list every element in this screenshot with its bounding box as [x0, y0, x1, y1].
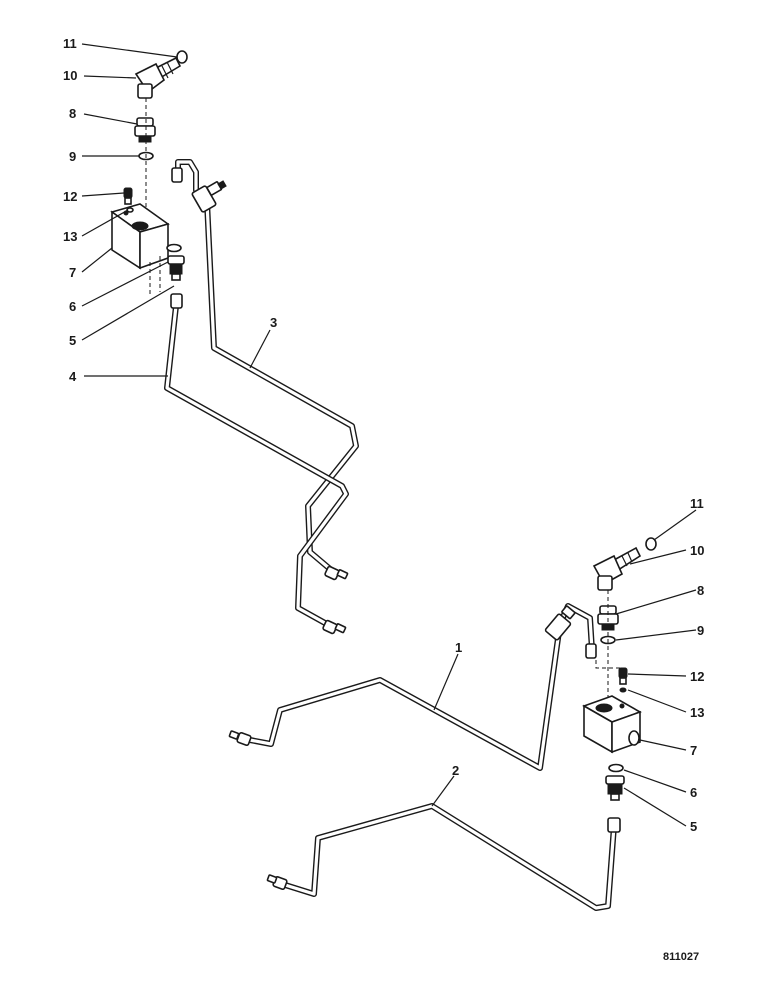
bottom-bleed-screw-12	[618, 667, 628, 685]
callout-bottom-11: 11	[690, 496, 704, 511]
callout-top-13: 13	[63, 229, 77, 244]
callout-top-12: 12	[63, 189, 77, 204]
callout-top-10: 10	[63, 68, 77, 83]
pipe-1	[247, 603, 595, 771]
bottom-oring-11	[645, 537, 657, 551]
bottom-elbow-fitting-10	[592, 546, 642, 591]
callout-bottom-10: 10	[690, 543, 704, 558]
callout-top-4: 4	[69, 369, 77, 384]
leader-lines	[81, 43, 697, 827]
bottom-oring-13	[619, 687, 627, 693]
top-elbow-fitting-10	[134, 50, 188, 99]
pipe-3	[175, 159, 359, 577]
callout-top-11: 11	[63, 36, 77, 51]
callout-bottom-6: 6	[690, 785, 697, 800]
top-bleed-screw-12	[123, 187, 133, 205]
top-adaptor-5	[167, 255, 185, 281]
pipe-4	[164, 303, 349, 631]
callout-bottom-13: 13	[690, 705, 704, 720]
bottom-adaptor-5	[605, 775, 625, 801]
pipe-tee-fitting	[191, 180, 576, 641]
callout-bottom-7: 7	[690, 743, 697, 758]
callout-bottom-2: 2	[452, 763, 459, 778]
top-oring-6	[166, 243, 182, 253]
top-valve-block-7	[110, 203, 170, 296]
callout-top-6: 6	[69, 299, 76, 314]
pipe-end-nut	[170, 167, 621, 890]
callout-top-9: 9	[69, 149, 76, 164]
callout-bottom-8: 8	[697, 583, 704, 598]
callout-top-8: 8	[69, 106, 76, 121]
callout-bottom-12: 12	[690, 669, 704, 684]
callout-top-7: 7	[69, 265, 76, 280]
pipe-2	[279, 803, 617, 911]
bottom-oring-6	[608, 763, 624, 773]
bottom-valve-block-7	[582, 695, 642, 754]
callout-top-5: 5	[69, 333, 76, 348]
top-adaptor-8	[134, 117, 156, 143]
callout-top-3: 3	[270, 315, 277, 330]
drawing-number: 811027	[663, 951, 699, 963]
callout-bottom-1: 1	[455, 640, 462, 655]
callout-bottom-9: 9	[697, 623, 704, 638]
callout-bottom-5: 5	[690, 819, 697, 834]
